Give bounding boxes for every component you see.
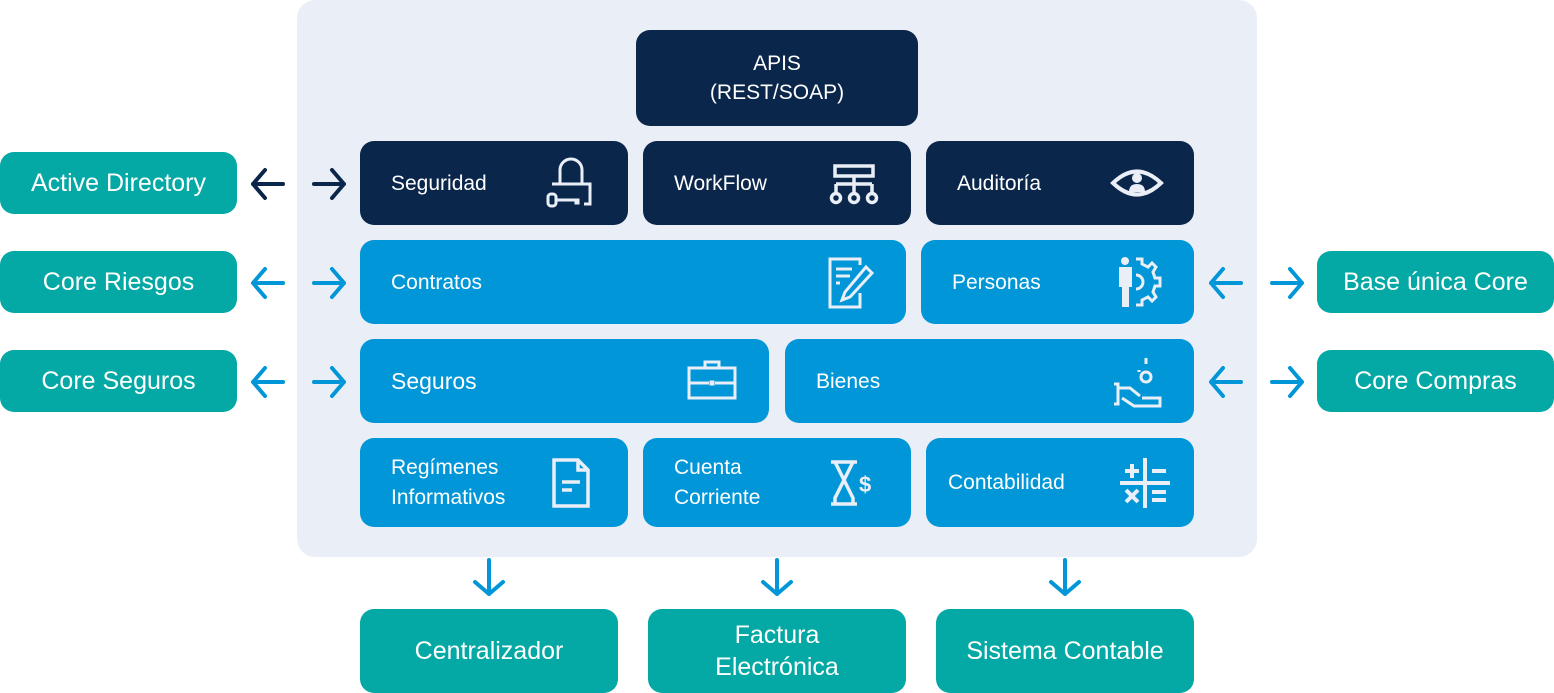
arrow-down-icon	[1045, 558, 1085, 598]
arrow-right-icon	[1268, 362, 1308, 402]
module-seguridad[interactable]: Seguridad	[360, 141, 628, 225]
module-contabilidad[interactable]: Contabilidad	[926, 438, 1194, 527]
module-label-line1: Regímenes	[391, 455, 499, 479]
lock-key-icon	[542, 154, 600, 212]
module-label: Personas	[952, 270, 1041, 294]
module-label: Regímenes Informativos	[391, 453, 628, 513]
arrow-right-icon	[310, 263, 350, 303]
workflow-hierarchy-icon	[825, 154, 883, 212]
module-label: Seguros	[391, 367, 477, 394]
arrow-left-icon	[1205, 263, 1245, 303]
module-label: Contabilidad	[948, 471, 1065, 494]
arrow-down-icon	[469, 558, 509, 598]
external-label: Core Seguros	[41, 366, 196, 395]
external-base-unica-core[interactable]: Base única Core	[1317, 251, 1554, 313]
external-core-seguros[interactable]: Core Seguros	[0, 350, 237, 412]
external-core-riesgos[interactable]: Core Riesgos	[0, 251, 237, 313]
module-label: Bienes	[816, 369, 881, 393]
module-label: WorkFlow	[674, 171, 767, 195]
arrow-left-icon	[1205, 362, 1245, 402]
external-label: Core Riesgos	[42, 267, 195, 296]
svg-text:$: $	[859, 472, 871, 497]
module-personas[interactable]: Personas	[921, 240, 1194, 324]
external-centralizador[interactable]: Centralizador	[360, 609, 618, 693]
contract-edit-icon	[820, 253, 878, 311]
module-label: Contratos	[391, 270, 483, 294]
arrow-left-icon	[247, 263, 287, 303]
document-icon	[542, 454, 600, 512]
module-label: Cuenta Corriente	[674, 453, 911, 513]
module-contratos[interactable]: Contratos	[360, 240, 906, 324]
module-regimenes-informativos[interactable]: Regímenes Informativos	[360, 438, 628, 527]
module-label-line2: Informativos	[391, 485, 506, 509]
external-label-line1: Factura	[734, 621, 820, 649]
external-label: Base única Core	[1343, 267, 1528, 296]
eye-person-icon	[1108, 154, 1166, 212]
module-cuenta-corriente[interactable]: Cuenta Corriente $	[643, 438, 911, 527]
briefcase-icon	[683, 352, 741, 410]
module-label-line1: Cuenta	[674, 455, 742, 479]
hand-asset-icon	[1108, 352, 1166, 410]
external-label-line2: Electrónica	[715, 653, 839, 681]
arrow-right-icon	[310, 362, 350, 402]
person-gear-icon	[1108, 253, 1166, 311]
module-workflow[interactable]: WorkFlow	[643, 141, 911, 225]
module-label: Seguridad	[391, 171, 487, 195]
api-label-line1: APIS	[753, 52, 801, 75]
module-bienes[interactable]: Bienes	[785, 339, 1194, 423]
external-factura-electronica[interactable]: Factura Electrónica	[648, 609, 906, 693]
arrow-right-icon	[1268, 263, 1308, 303]
external-label: Active Directory	[30, 168, 207, 197]
arrow-left-icon	[247, 362, 287, 402]
module-auditoria[interactable]: Auditoría	[926, 141, 1194, 225]
module-label: Auditoría	[957, 171, 1042, 195]
arrow-down-icon	[757, 558, 797, 598]
hourglass-dollar-icon: $	[825, 454, 883, 512]
calculator-operators-icon	[1116, 454, 1174, 512]
module-seguros[interactable]: Seguros	[360, 339, 769, 423]
external-label: Centralizador	[414, 636, 564, 665]
arrow-left-icon	[247, 164, 287, 204]
module-label-line2: Corriente	[674, 485, 761, 509]
external-label: Sistema Contable	[966, 636, 1164, 665]
api-node[interactable]: APIS (REST/SOAP)	[636, 30, 918, 126]
external-label: Core Compras	[1354, 366, 1517, 395]
api-label-line2: (REST/SOAP)	[709, 81, 845, 104]
external-sistema-contable[interactable]: Sistema Contable	[936, 609, 1194, 693]
arrow-right-icon	[310, 164, 350, 204]
external-active-directory[interactable]: Active Directory	[0, 152, 237, 214]
external-core-compras[interactable]: Core Compras	[1317, 350, 1554, 412]
